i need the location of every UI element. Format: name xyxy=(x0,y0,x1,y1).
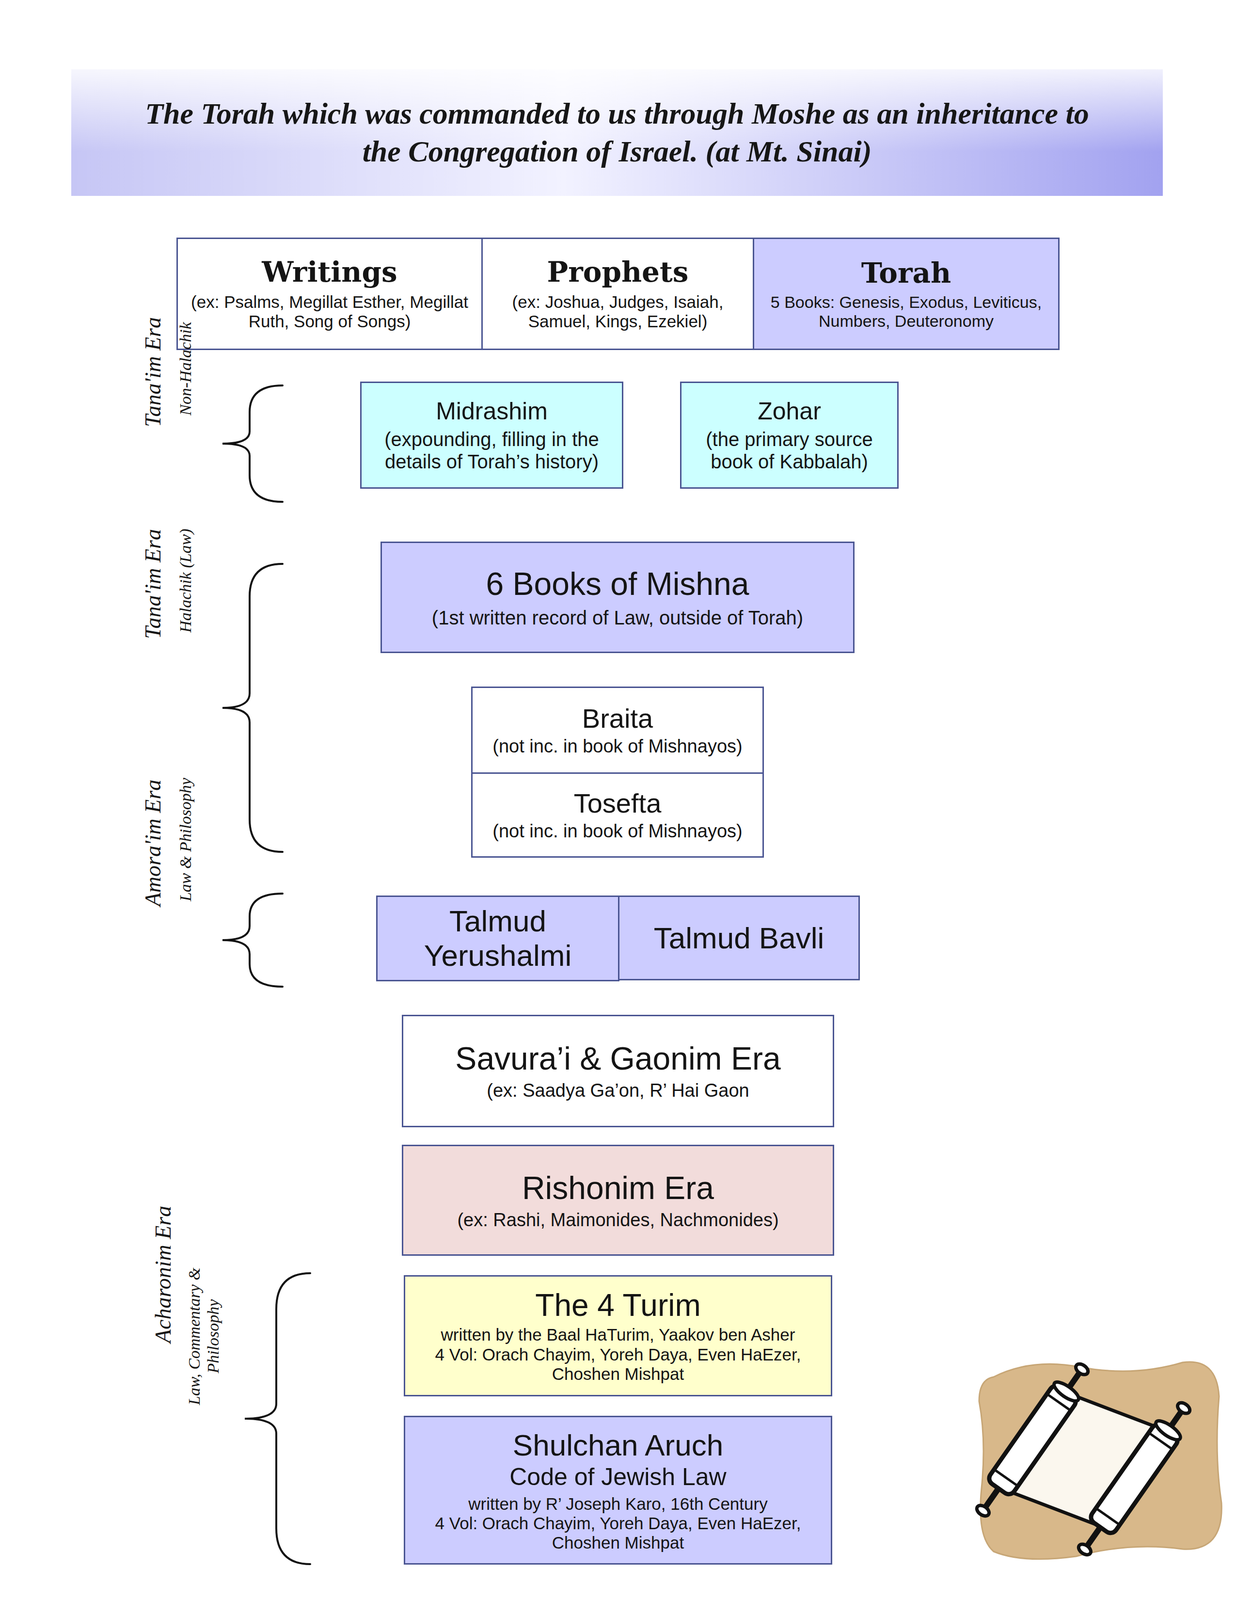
era-box: Savura’i & Gaonim Era(ex: Saadya Ga’on, … xyxy=(401,1014,835,1127)
box-heading: Savura’i & Gaonim Era xyxy=(455,1040,781,1078)
box-heading: Talmud Yerushalmi xyxy=(385,903,611,973)
box-heading: 6 Books of Mishna xyxy=(486,565,750,603)
box-description: (not inc. in book of Mishnayos) xyxy=(492,820,743,842)
box-heading: Shulchan Aruch xyxy=(512,1427,724,1462)
torah-box: Torah5 Books: Genesis, Exodus, Leviticus… xyxy=(752,237,1060,350)
curly-brace xyxy=(222,385,283,502)
curly-brace xyxy=(222,893,283,987)
writings-box: Writings(ex: Psalms, Megillat Esther, Me… xyxy=(176,237,483,350)
title-banner: The Torah which was commanded to us thro… xyxy=(71,69,1163,196)
box-description: (ex: Saadya Ga’on, R’ Hai Gaon xyxy=(486,1079,749,1102)
box-heading: Midrashim xyxy=(435,397,548,426)
box-description: (the primary source book of Kabbalah) xyxy=(689,427,890,473)
era-subtitle: Law & Philosophy xyxy=(175,728,195,951)
era-label: Amora'im Era xyxy=(140,730,167,954)
box-description: (not inc. in book of Mishnayos) xyxy=(492,735,743,758)
era-subtitle: Law, Commentary & Philosophy xyxy=(184,1255,223,1416)
box-description: written by R’ Joseph Karo, 16th Century xyxy=(468,1493,768,1514)
era-label: Acharonim Era xyxy=(150,1138,177,1410)
shulchan-aruch-box: Shulchan AruchCode of Jewish Lawwritten … xyxy=(403,1415,833,1565)
era-label: Tana'im Era xyxy=(140,447,167,720)
box-description: (ex: Rashi, Maimonides, Nachmonides) xyxy=(457,1209,779,1231)
prophets-box: Prophets(ex: Joshua, Judges, Isaiah, Sam… xyxy=(481,237,755,350)
box-description: 4 Vol: Orach Chayim, Yoreh Daya, Even Ha… xyxy=(412,1344,824,1384)
box-description: (expounding, filling in the details of T… xyxy=(369,427,615,473)
box-heading: Tosefta xyxy=(573,787,662,819)
title: The Torah which was commanded to us thro… xyxy=(132,95,1102,171)
box-heading: Writings xyxy=(261,255,397,289)
mishna-box: 6 Books of Mishna (1st written record of … xyxy=(380,541,855,653)
box-description: Code of Jewish Law xyxy=(509,1462,727,1491)
box-description: 4 Vol: Orach Chayim, Yoreh Daya, Even Ha… xyxy=(412,1513,824,1553)
box-heading: Zohar xyxy=(757,397,822,426)
box-description: written by the Baal HaTurim, Yaakov ben … xyxy=(441,1324,796,1345)
era-subtitle: Halachik (Law) xyxy=(175,444,195,717)
box-heading: The 4 Turim xyxy=(535,1287,701,1324)
box-heading: Talmud Bavli xyxy=(653,920,824,955)
midrashim-box: Midrashim(expounding, filling in the det… xyxy=(360,381,624,489)
zohar-box: Zohar(the primary source book of Kabbala… xyxy=(680,381,899,489)
box-heading: Prophets xyxy=(547,255,689,289)
talmud-box: Talmud Yerushalmi xyxy=(376,895,620,982)
torah-scroll-icon xyxy=(974,1342,1227,1566)
turim-box: The 4 Turimwritten by the Baal HaTurim, … xyxy=(403,1274,833,1396)
box-heading: Rishonim Era xyxy=(522,1169,714,1207)
box-description: (ex: Joshua, Judges, Isaiah, Samuel, Kin… xyxy=(490,292,745,332)
era-box: Rishonim Era(ex: Rashi, Maimonides, Nach… xyxy=(401,1144,835,1256)
braita-box: Braita(not inc. in book of Mishnayos) xyxy=(471,686,764,774)
era-subtitle: Non-Halachik xyxy=(175,267,195,471)
curly-brace xyxy=(244,1272,311,1564)
box-heading: Braita xyxy=(582,702,653,734)
scroll-roll xyxy=(1070,1395,1199,1562)
box-heading: Torah xyxy=(861,256,952,290)
box-description: (1st written record of Law, outside of T… xyxy=(431,606,804,629)
box-description: 5 Books: Genesis, Exodus, Leviticus, Num… xyxy=(761,292,1051,331)
era-label: Tana'im Era xyxy=(140,269,167,474)
scroll-roll xyxy=(974,1357,1097,1523)
tosefta-box: Tosefta(not inc. in book of Mishnayos) xyxy=(471,772,764,858)
talmud-box: Talmud Bavli xyxy=(618,895,860,981)
box-description: (ex: Psalms, Megillat Esther, Megillat R… xyxy=(185,292,474,332)
curly-brace xyxy=(222,563,283,852)
